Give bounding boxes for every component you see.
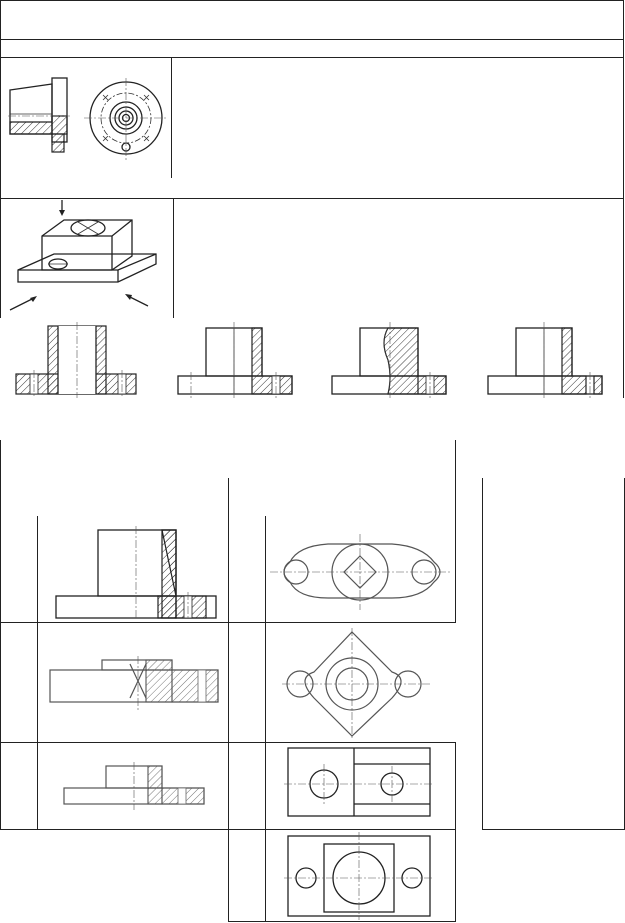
section-option-a — [15, 322, 137, 398]
rectangular-plate-three-holes — [284, 832, 434, 920]
header-title-cell — [0, 0, 624, 40]
row1-left-border — [0, 58, 1, 198]
col-a-divider — [37, 516, 38, 830]
row2-left-border — [0, 198, 1, 318]
col-b-divider — [228, 478, 229, 922]
col-c-divider — [265, 516, 266, 922]
row-sep-2 — [0, 742, 455, 743]
section-option-b — [177, 322, 293, 398]
section-option-c — [331, 322, 447, 398]
answer-box — [482, 478, 625, 830]
row-sep-4 — [228, 921, 455, 922]
row-sep-1 — [0, 622, 455, 623]
lower-left-border — [0, 440, 1, 830]
oval-flange-square-hole — [270, 534, 450, 610]
rectangular-plate-two-holes — [284, 747, 434, 817]
lower-mid-border-upper — [455, 440, 456, 623]
header-subtitle-cell — [0, 39, 624, 58]
row2-divider — [173, 198, 174, 318]
block-on-base-isometric — [9, 200, 157, 311]
row1-right-border — [623, 58, 624, 198]
lower-right-col — [455, 742, 456, 922]
flange-circular-front-view — [84, 78, 168, 160]
row2-right-border — [623, 198, 624, 398]
row1-bottom-line — [0, 198, 624, 199]
section-option-d — [487, 322, 603, 398]
diamond-flange-round-hole — [282, 628, 432, 740]
full-section-low-boss — [63, 762, 205, 810]
row1-divider — [171, 58, 172, 178]
full-section-short-boss — [49, 656, 219, 710]
half-section-tall-boss — [55, 526, 217, 620]
row-sep-3 — [0, 829, 455, 830]
flange-section-side-view — [8, 77, 70, 153]
